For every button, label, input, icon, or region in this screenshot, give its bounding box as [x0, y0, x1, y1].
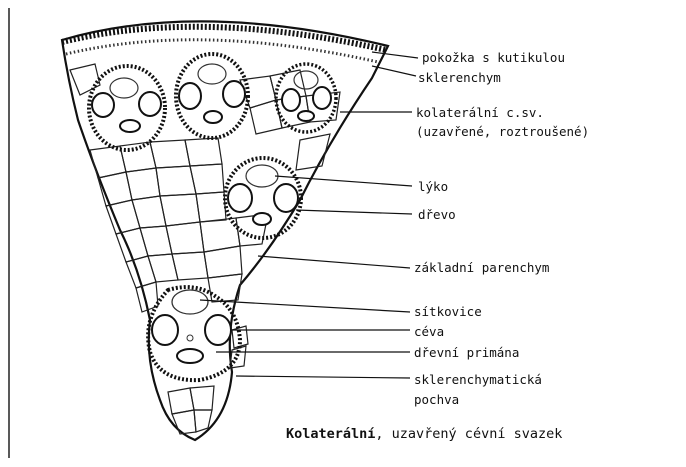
caption: Kolaterální, uzavřený cévní svazek	[286, 426, 562, 442]
vascular-bundle-1	[89, 66, 165, 150]
sclerenchyma-band	[66, 40, 378, 62]
caption-bold: Kolaterální	[286, 426, 375, 442]
label-xylem: dřevo	[418, 207, 456, 222]
vascular-bundle-2	[176, 54, 248, 138]
label-phloem: lýko	[418, 179, 448, 194]
label-sheath-line1: sklerenchymatická	[414, 372, 542, 387]
label-bundle-line1: kolaterální c.sv.	[416, 105, 544, 120]
caption-rest: , uzavřený cévní svazek	[375, 426, 562, 442]
label-bundle-line2: (uzavřené, roztroušené)	[416, 124, 589, 139]
label-epidermis: pokožka s kutikulou	[422, 50, 565, 65]
label-sclerenchyma: sklerenchym	[418, 70, 501, 85]
label-sheath-line2: pochva	[414, 392, 459, 407]
label-protoxylem: dřevní primána	[414, 345, 519, 360]
label-parenchyma: základní parenchym	[414, 260, 549, 275]
label-vessel: céva	[414, 324, 444, 339]
vascular-bundle-4	[225, 158, 301, 238]
label-sieve-tubes: sítkovice	[414, 304, 482, 319]
